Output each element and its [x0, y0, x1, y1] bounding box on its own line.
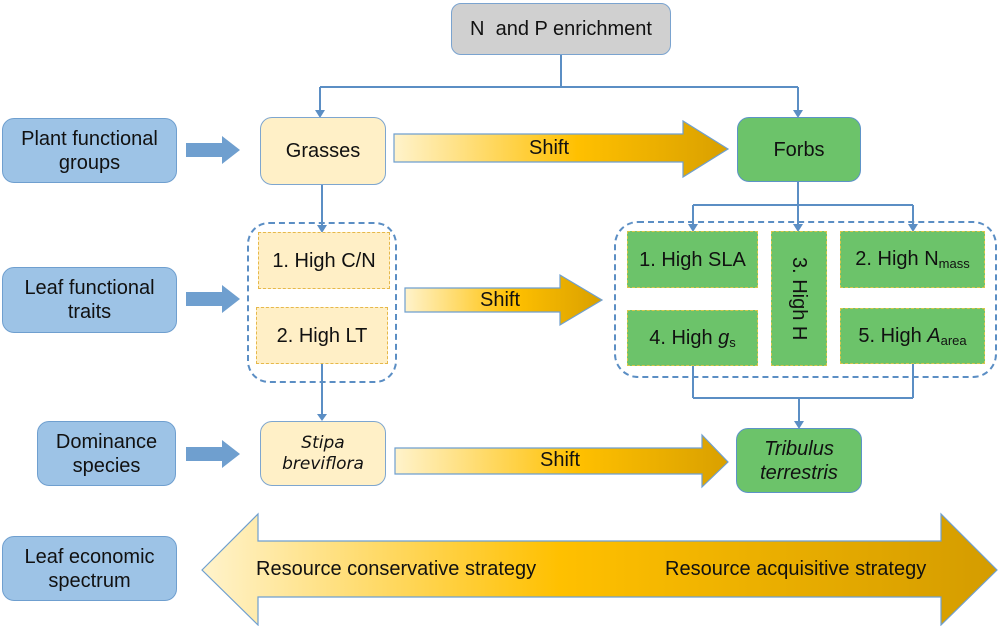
row-arrow-groups [186, 136, 240, 164]
shift-arrow-species [394, 433, 729, 489]
trait-label: 2. High LT [276, 324, 368, 347]
forb-traits-group [614, 221, 997, 378]
row-label-text: Plant functional groups [21, 127, 158, 174]
row-label-leaf-functional-traits: Leaf functional traits [2, 267, 177, 333]
species-name-line1: Stipa [301, 433, 345, 454]
trait-variable: g [718, 326, 730, 349]
trait-high-cn: 1. High C/N [258, 232, 390, 289]
species-name-line2: breviflora [282, 453, 364, 474]
trait-subscript: s [729, 334, 736, 350]
trait-prefix: 2. High N [855, 248, 939, 271]
nutrient-enrichment-label: N and P enrichment [470, 18, 652, 40]
trait-variable: A [927, 324, 941, 347]
forbs-box: Forbs [737, 117, 861, 182]
shift-label-traits: Shift [479, 289, 521, 311]
row-label-text: Dominance species [55, 430, 158, 477]
spectrum-right-label: Resource acquisitive strategy [665, 558, 927, 580]
trait-high-gs: 4. High gs [627, 310, 758, 366]
species-stipa-box: Stipa breviflora [260, 421, 386, 486]
trait-high-nmass: 2. High Nmass [840, 231, 985, 288]
trait-high-lt: 2. High LT [256, 307, 388, 364]
arrowhead-to-cn [317, 225, 327, 233]
arrowhead-to-grasses [315, 110, 325, 118]
shift-label-species: Shift [539, 449, 581, 471]
spectrum-left-label: Resource conservative strategy [256, 558, 537, 580]
trait-high-h: 3. High H [771, 231, 827, 366]
trait-label: 1. High C/N [272, 249, 376, 272]
row-label-plant-functional-groups: Plant functional groups [2, 118, 177, 183]
row-label-text: Leaf economic spectrum [24, 545, 155, 592]
forbs-label: Forbs [773, 138, 825, 161]
row-label-leaf-economic-spectrum: Leaf economic spectrum [2, 536, 177, 601]
arrowhead-to-stipa [317, 414, 327, 421]
arrowhead-to-h [793, 224, 803, 232]
nutrient-enrichment-box: N and P enrichment [451, 3, 671, 55]
species-name-line2: terrestris [760, 461, 838, 484]
trait-subscript: mass [938, 256, 970, 272]
species-name-line1: Tribulus [764, 437, 834, 460]
trait-subscript: area [940, 332, 967, 348]
trait-label: 2. High Nmass [855, 247, 969, 272]
trait-label: 4. High gs [649, 326, 736, 351]
trait-label: 3. High H [788, 256, 810, 341]
row-label-dominance-species: Dominance species [37, 421, 176, 486]
trait-prefix: 5. High [858, 324, 928, 347]
shift-label-groups: Shift [528, 137, 570, 159]
grasses-box: Grasses [260, 117, 386, 185]
trait-label: 1. High SLA [639, 248, 746, 271]
shift-arrow-traits [404, 273, 604, 327]
arrowhead-to-forbs [793, 110, 803, 118]
trait-high-sla: 1. High SLA [627, 231, 758, 288]
row-arrow-species [186, 440, 240, 468]
arrowhead-to-tribulus [794, 421, 804, 429]
shift-arrow-groups [393, 119, 730, 179]
arrowhead-to-sla [688, 224, 698, 232]
leaf-economic-spectrum-arrow [201, 512, 998, 626]
trait-prefix: 4. High [649, 326, 719, 349]
grass-traits-group [247, 222, 397, 383]
trait-high-aarea: 5. High Aarea [840, 308, 985, 364]
trait-label: 5. High Aarea [858, 324, 966, 349]
species-tribulus-box: Tribulus terrestris [736, 428, 862, 493]
arrowhead-to-nmass [908, 224, 918, 232]
row-label-text: Leaf functional traits [24, 277, 155, 323]
row-arrow-traits [186, 285, 240, 313]
grasses-label: Grasses [285, 140, 361, 162]
top-tree-connector [319, 55, 799, 112]
